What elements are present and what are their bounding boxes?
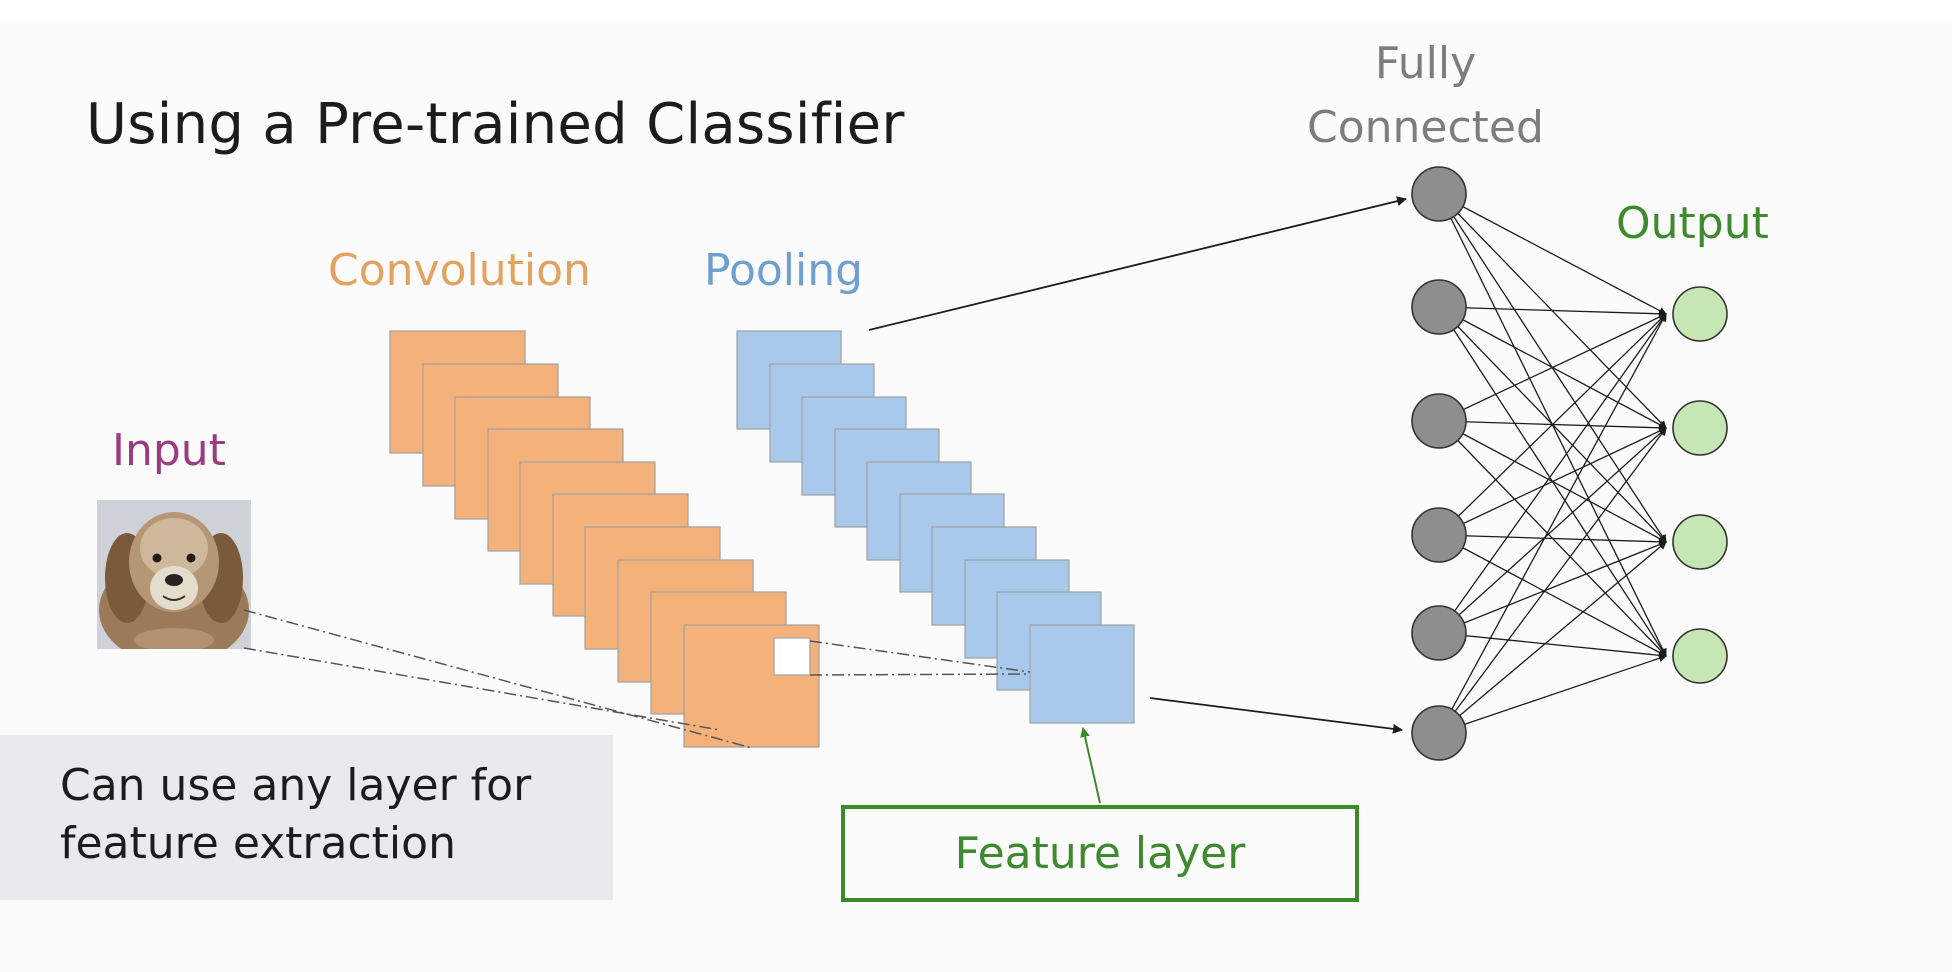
connection-line <box>1438 534 1667 546</box>
convolution-label: Convolution <box>328 245 591 296</box>
projection-line <box>809 640 1031 673</box>
connection-line <box>1438 534 1667 657</box>
fully-connected-layer <box>1411 166 1467 761</box>
connection-line <box>1438 313 1667 734</box>
output-node <box>1672 628 1728 684</box>
arrow-to-fc-bottom <box>1149 697 1403 734</box>
connection-line <box>1438 313 1667 422</box>
receptive-field-window <box>773 637 811 676</box>
output-label: Output <box>1616 198 1769 249</box>
feature-layer-arrow <box>1080 727 1101 804</box>
fc-node <box>1411 166 1467 222</box>
fc-node <box>1411 705 1467 761</box>
fc-node <box>1411 393 1467 449</box>
connection-line <box>1438 313 1667 536</box>
connection-line <box>1438 541 1667 734</box>
fully-connected-line2: Connected <box>1307 102 1544 153</box>
connection-line <box>1438 313 1667 634</box>
connection-line <box>1438 540 1667 634</box>
slide-title: Using a Pre-trained Classifier <box>86 92 905 157</box>
feature-layer-box: Feature layer <box>841 805 1359 902</box>
connection-line <box>1438 193 1667 315</box>
input-label: Input <box>112 425 226 476</box>
projection-lines <box>243 609 1031 749</box>
fully-connected-label: Fully Connected <box>1307 32 1544 160</box>
fc-output-connections <box>1438 193 1667 734</box>
connection-line <box>1438 427 1667 634</box>
caption-box <box>0 735 613 900</box>
connection-line <box>1438 306 1667 318</box>
feature-layer-label: Feature layer <box>954 828 1246 879</box>
pooling-stack <box>736 330 1135 724</box>
connection-line <box>1438 632 1667 660</box>
input-dog-image <box>97 500 251 649</box>
fc-node <box>1411 605 1467 661</box>
pool-layer <box>1029 624 1135 724</box>
connection-line <box>1438 427 1667 734</box>
output-node <box>1672 514 1728 570</box>
arrow-to-fc-top <box>868 196 1407 331</box>
caption-line1: Can use any layer for <box>60 760 532 811</box>
output-layer <box>1672 286 1728 684</box>
pooling-label: Pooling <box>704 245 864 296</box>
fc-node <box>1411 279 1467 335</box>
connection-line <box>1438 654 1667 734</box>
projection-line <box>809 673 1031 676</box>
fully-connected-line1: Fully <box>1374 38 1477 89</box>
caption-line2: feature extraction <box>60 818 456 869</box>
connection-line <box>1438 427 1667 536</box>
output-node <box>1672 286 1728 342</box>
convolution-stack <box>389 330 820 748</box>
caption-text: Can use any layer for feature extraction <box>60 757 531 873</box>
fc-node <box>1411 507 1467 563</box>
projection-line <box>243 647 721 731</box>
output-node <box>1672 400 1728 456</box>
dog-illustration <box>97 500 251 649</box>
